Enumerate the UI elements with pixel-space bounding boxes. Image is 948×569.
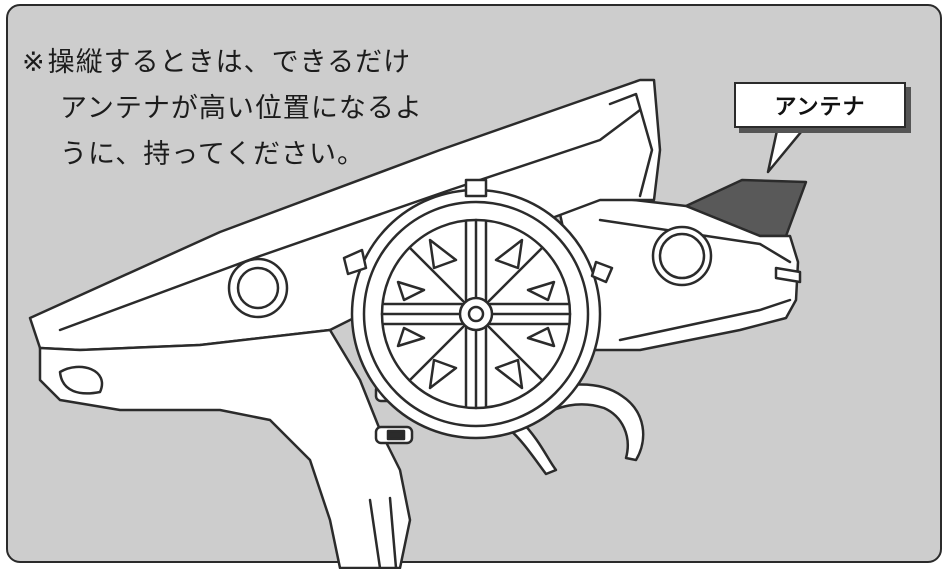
note-text-1: 操縦するときは、できるだけ — [47, 47, 412, 78]
reference-mark: ※ — [22, 47, 46, 78]
wheel-cutouts — [396, 238, 556, 390]
note-line-2: アンテナが高い位置になるよ — [60, 93, 423, 124]
antenna-label: アンテナ — [774, 95, 866, 120]
transmitter-grip — [38, 328, 412, 569]
operation-note: ※操縦するときは、できるだけ アンテナが高い位置になるよ うに、持ってください。 — [22, 40, 423, 178]
note-line-3: うに、持ってください。 — [60, 139, 366, 170]
antenna-callout: アンテナ — [734, 82, 906, 128]
note-line-1: ※操縦するときは、できるだけ — [22, 40, 423, 86]
